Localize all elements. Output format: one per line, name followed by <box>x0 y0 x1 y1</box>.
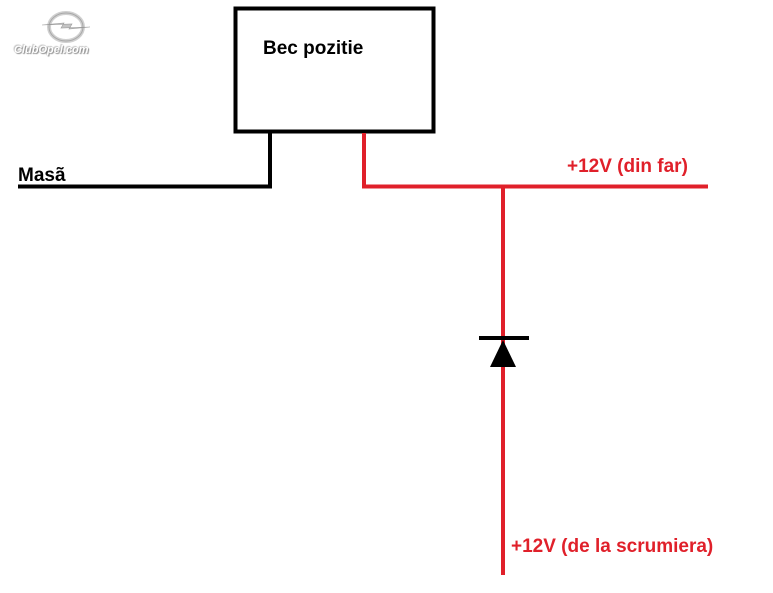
ashtray-supply-label: +12V (de la scrumiera) <box>511 536 714 557</box>
headlight-supply-wire <box>362 133 708 189</box>
club-opel-logo: ClubOpel.com <box>14 10 114 62</box>
logo-text: ClubOpel.com <box>14 44 89 56</box>
opel-lightning-ring-icon <box>41 11 91 43</box>
diode-icon <box>479 336 529 367</box>
position-bulb-box <box>233 6 436 134</box>
ground-label: Masã <box>18 165 66 186</box>
bulb-label: Bec pozitie <box>263 38 364 59</box>
ground-wire <box>18 133 272 189</box>
headlight-supply-label: +12V (din far) <box>567 156 688 177</box>
